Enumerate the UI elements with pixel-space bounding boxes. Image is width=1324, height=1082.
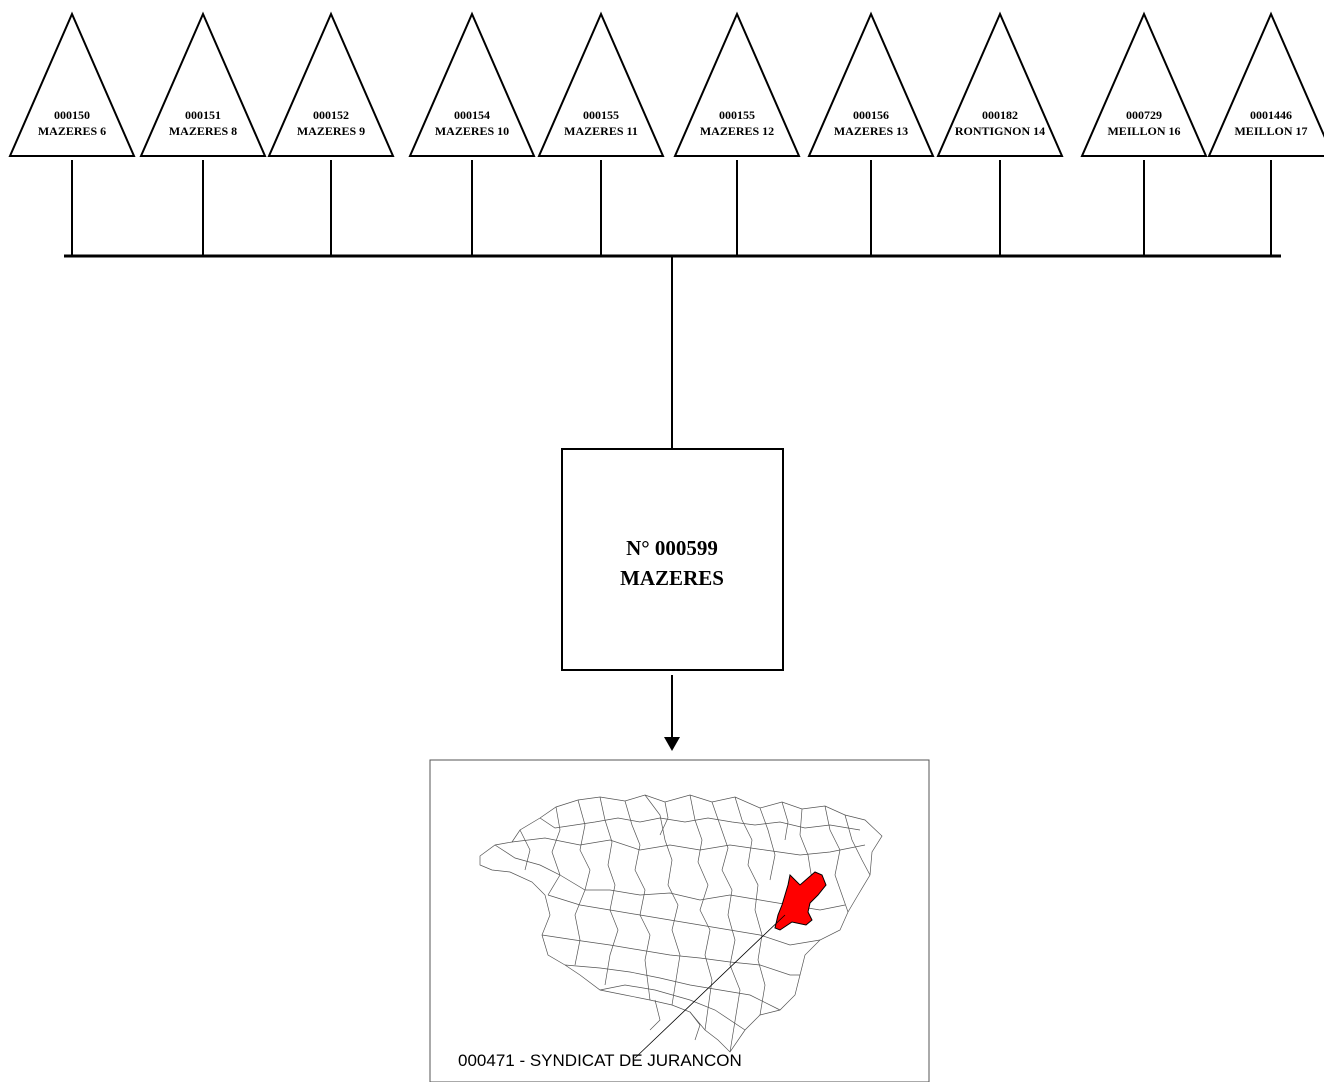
caption-leader-line xyxy=(634,914,786,1059)
source-code: 000729 xyxy=(1126,108,1162,122)
source-name: MAZERES 9 xyxy=(297,124,365,138)
source-triangle[interactable] xyxy=(267,11,395,157)
source-name: MAZERES 11 xyxy=(564,124,638,138)
source-triangle[interactable] xyxy=(1080,11,1208,157)
source-triangle[interactable] xyxy=(537,11,665,157)
highlighted-commune[interactable] xyxy=(774,871,827,931)
source-name: MEILLON 17 xyxy=(1234,124,1307,138)
source-code: 000156 xyxy=(853,108,889,122)
source-code: 0001446 xyxy=(1250,108,1292,122)
source-triangle[interactable] xyxy=(936,11,1064,157)
source-name: MAZERES 6 xyxy=(38,124,106,138)
source-name: MAZERES 10 xyxy=(435,124,509,138)
source-triangle[interactable] xyxy=(8,11,136,157)
source-code: 000182 xyxy=(982,108,1018,122)
station-box[interactable] xyxy=(561,448,784,671)
source-code: 000150 xyxy=(54,108,90,122)
source-code: 000154 xyxy=(454,108,490,122)
station-number: N° 000599 xyxy=(626,536,718,560)
source-name: RONTIGNON 14 xyxy=(955,124,1045,138)
department-map xyxy=(479,794,883,1059)
source-code: 000152 xyxy=(313,108,349,122)
source-code: 000151 xyxy=(185,108,221,122)
source-name: MAZERES 13 xyxy=(834,124,908,138)
source-triangle[interactable] xyxy=(807,11,935,157)
map-caption: 000471 - SYNDICAT DE JURANCON xyxy=(458,1051,742,1070)
source-name: MAZERES 8 xyxy=(169,124,237,138)
department-outline xyxy=(479,794,883,1053)
source-name: MAZERES 12 xyxy=(700,124,774,138)
source-name: MEILLON 16 xyxy=(1107,124,1180,138)
source-triangle[interactable] xyxy=(139,11,267,157)
station-name: MAZERES xyxy=(620,566,724,590)
source-triangle[interactable] xyxy=(1207,11,1324,157)
source-triangle[interactable] xyxy=(408,11,536,157)
source-code: 000155 xyxy=(583,108,619,122)
arrow-head xyxy=(664,737,680,751)
source-triangle[interactable] xyxy=(673,11,801,157)
source-code: 000155 xyxy=(719,108,755,122)
